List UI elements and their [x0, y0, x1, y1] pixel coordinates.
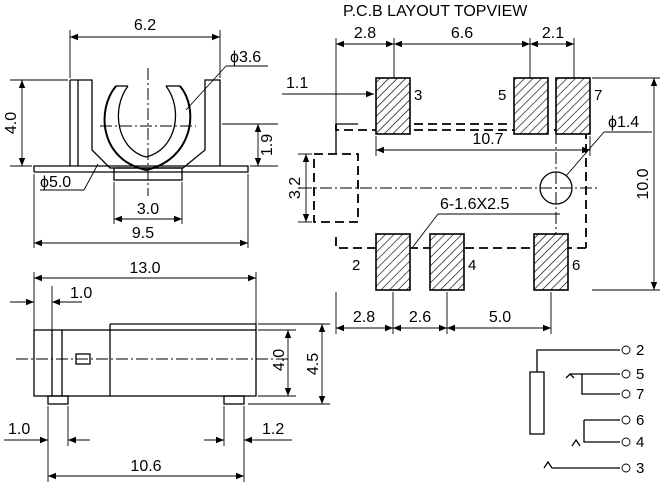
pcb-bottom-dim-3: 5.0 [489, 309, 511, 326]
pcb-bottom-dim-1: 2.8 [353, 309, 375, 326]
flange-height-label: 1.9 [259, 134, 276, 156]
pcb-top-dim-1: 2.8 [354, 25, 376, 42]
schematic: 2 5 7 6 4 3 [529, 342, 644, 477]
left-tab-label: 1.0 [8, 421, 30, 438]
schematic-pin-6: 6 [636, 412, 644, 429]
schematic-pin-2: 2 [636, 342, 644, 359]
schematic-pin-3: 3 [636, 460, 644, 477]
pad-7 [555, 77, 591, 135]
pad-4 [429, 233, 465, 291]
front-height-label: 4.0 [3, 112, 20, 134]
front-view: 6.2 ϕ3.6 4.0 1.9 ϕ5.0 3.0 9.5 [3, 17, 278, 248]
pad-span-label: 10.7 [472, 131, 503, 148]
side-view: 13.0 1.0 4.0 4.5 1.0 [4, 260, 330, 482]
pad-label-6: 6 [572, 257, 580, 274]
schematic-pin-4: 4 [636, 434, 644, 451]
side-length-label: 13.0 [129, 260, 160, 277]
opening-dia-label: ϕ3.6 [230, 49, 261, 66]
pcb-layout: P.C.B LAYOUT TOPVIEW 2.8 6.6 2.1 1.1 [282, 3, 660, 334]
tab-span-label: 10.6 [130, 458, 161, 475]
base-width-label: 9.5 [132, 225, 154, 242]
side-body-height-label: 4.0 [271, 349, 288, 371]
pad-offset-label: 1.1 [286, 75, 308, 92]
side-total-height-label: 4.5 [305, 353, 322, 375]
front-width-label: 6.2 [134, 17, 156, 34]
pcb-bottom-dim-2: 2.6 [409, 309, 431, 326]
pad-label-2: 2 [352, 257, 360, 274]
pad-label-3: 3 [414, 87, 422, 104]
boss-width-label: 3.0 [137, 201, 159, 218]
pad-spec-label: 6-1.6X2.5 [440, 196, 509, 213]
pad-label-7: 7 [594, 87, 602, 104]
pad-label-5: 5 [498, 87, 506, 104]
tab-offset-label: 3.2 [287, 177, 304, 199]
pcb-top-dim-2: 6.6 [451, 25, 473, 42]
pad-6 [533, 233, 569, 291]
schematic-pin-5: 5 [636, 366, 644, 383]
pad-3 [375, 77, 411, 135]
pad-5 [513, 77, 549, 135]
pad-2 [375, 233, 411, 291]
front-offset-label: 1.0 [70, 285, 92, 302]
schematic-pin-7: 7 [636, 386, 644, 403]
right-tab-label: 1.2 [262, 421, 284, 438]
body-dia-label: ϕ5.0 [40, 174, 71, 191]
pad-label-4: 4 [468, 257, 476, 274]
pcb-top-dim-3: 2.1 [542, 25, 564, 42]
hole-dia-label: ϕ1.4 [608, 114, 639, 131]
pcb-height-label: 10.0 [635, 168, 652, 199]
pcb-title: P.C.B LAYOUT TOPVIEW [343, 3, 528, 20]
